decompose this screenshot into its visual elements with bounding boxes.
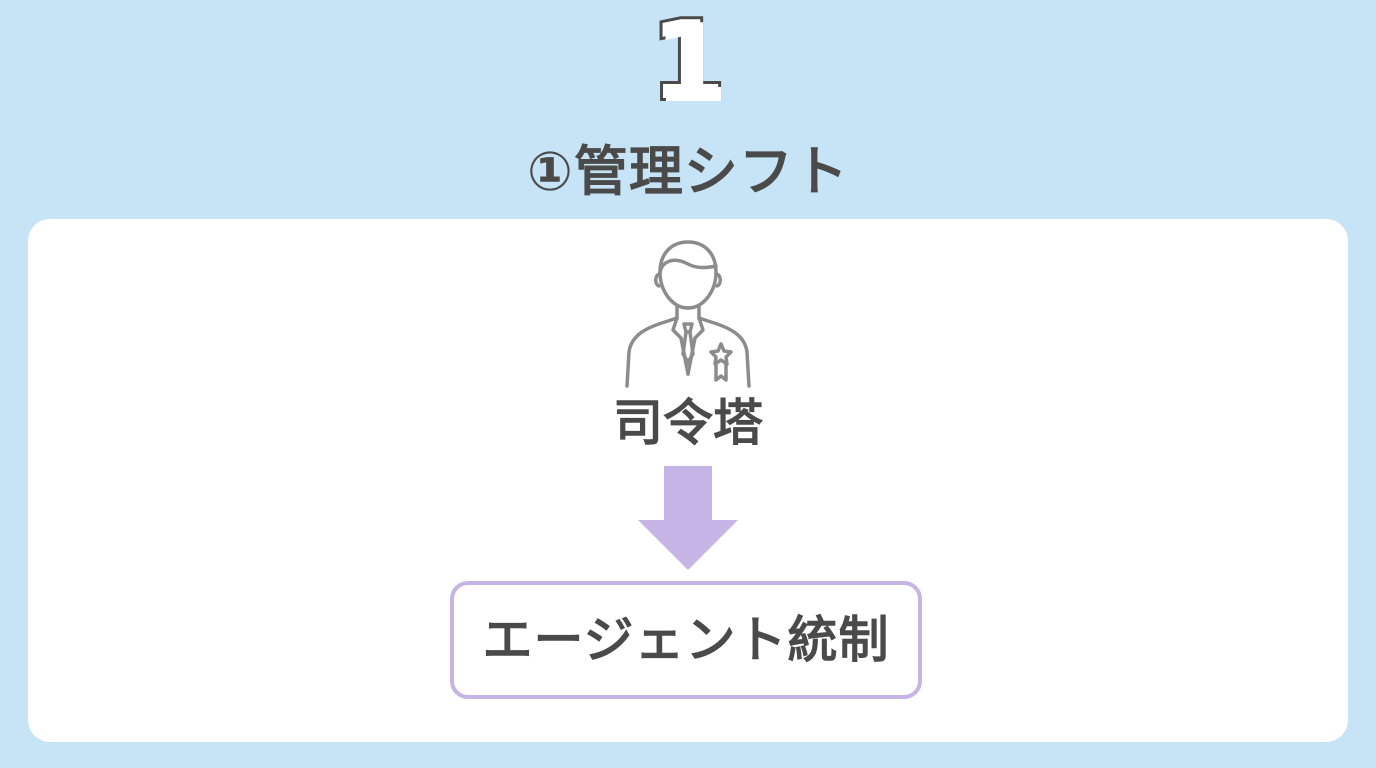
down-arrow-icon (638, 466, 738, 570)
result-box: エージェント統制 (450, 581, 922, 699)
role-label: 司令塔 (613, 394, 763, 452)
result-label: エージェント統制 (482, 611, 890, 669)
manager-person-icon (625, 240, 751, 388)
section-title: ①管理シフト (527, 140, 849, 203)
step-number: 1 (647, 0, 728, 124)
